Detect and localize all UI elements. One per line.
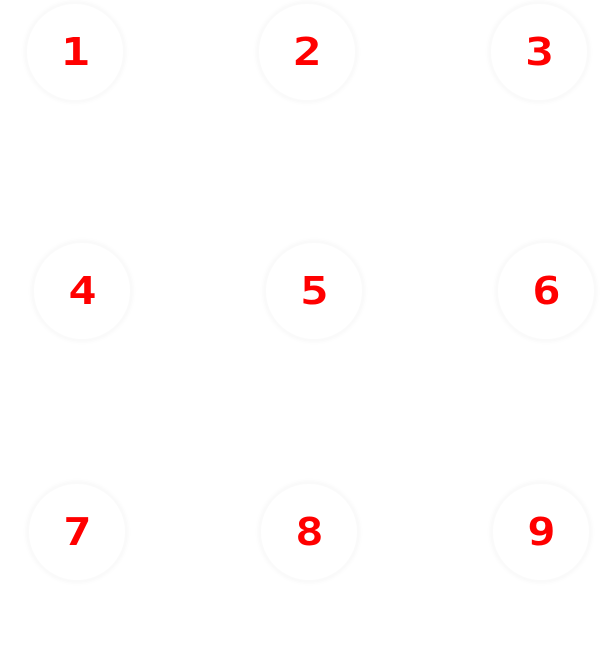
key-2-label: 2 [292, 30, 322, 74]
key-9-button[interactable]: 9 [492, 483, 590, 581]
key-9-label: 9 [526, 510, 556, 554]
key-4-label: 4 [67, 269, 97, 313]
key-8-label: 8 [294, 510, 324, 554]
key-3-button[interactable]: 3 [490, 3, 588, 101]
key-7-label: 7 [62, 510, 92, 554]
key-5-button[interactable]: 5 [265, 242, 363, 340]
key-8-button[interactable]: 8 [260, 483, 358, 581]
key-6-label: 6 [531, 269, 561, 313]
key-1-button[interactable]: 1 [26, 3, 124, 101]
key-6-button[interactable]: 6 [497, 242, 595, 340]
key-3-label: 3 [524, 30, 554, 74]
key-7-button[interactable]: 7 [28, 483, 126, 581]
key-5-label: 5 [299, 269, 329, 313]
key-1-label: 1 [60, 30, 90, 74]
key-2-button[interactable]: 2 [258, 3, 356, 101]
key-4-button[interactable]: 4 [33, 242, 131, 340]
